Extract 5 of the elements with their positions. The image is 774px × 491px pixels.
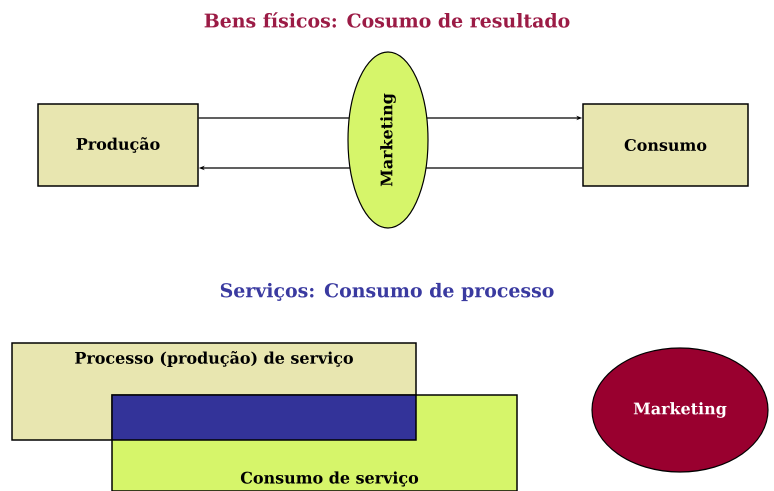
process-box: Produção: [37, 103, 199, 187]
process-box: Consumo: [582, 103, 749, 187]
section-heading: Serviços: Consumo de processo: [220, 282, 554, 302]
overlap-area: [111, 394, 417, 441]
title: Bens físicos: Cosumo de resultado: [204, 12, 570, 28]
